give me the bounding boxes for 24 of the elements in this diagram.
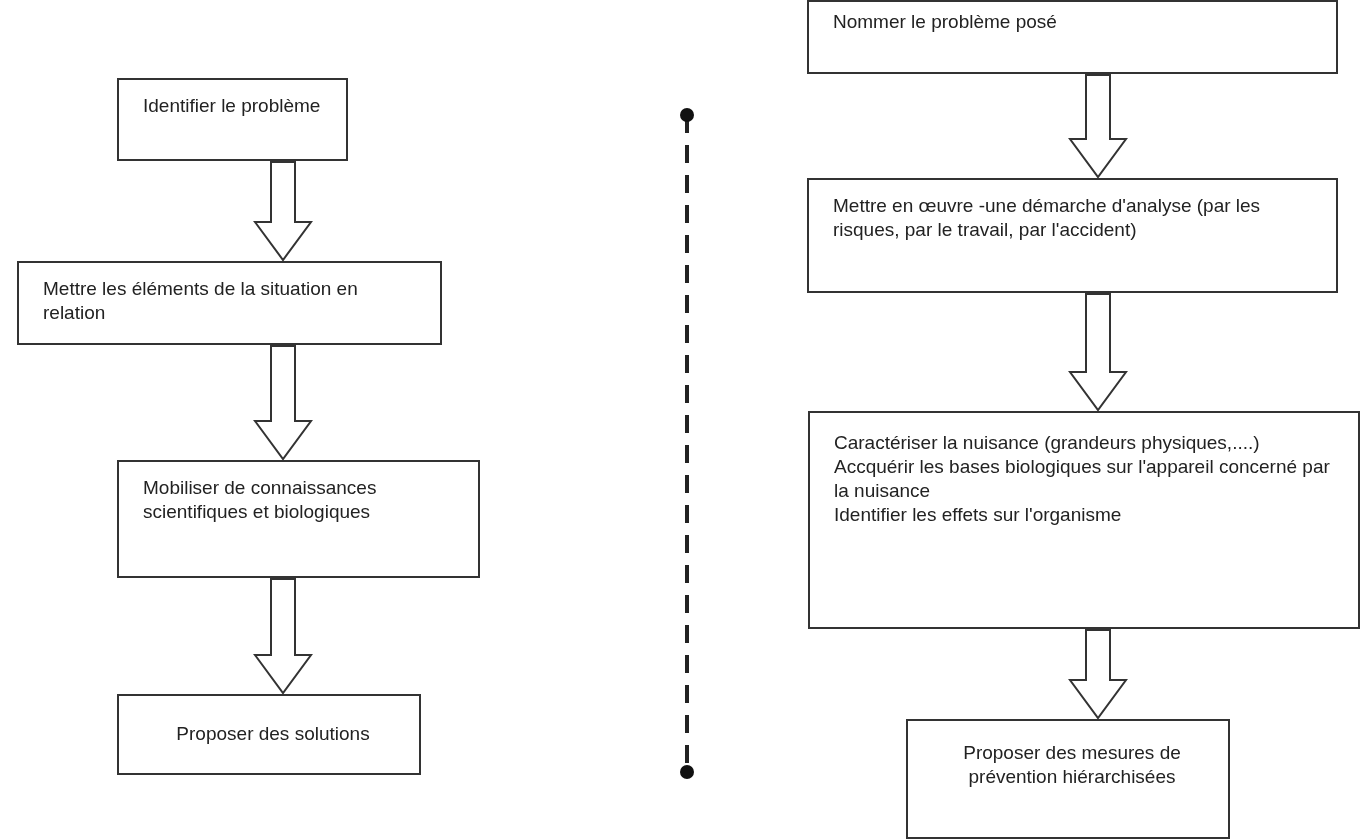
step-text: Mobiliser de connaissances scientifiques et biologiques <box>143 476 378 524</box>
step-text: Mettre les éléments de la situation en relation <box>43 277 359 325</box>
block-arrow <box>1068 293 1128 412</box>
block-arrow <box>253 578 313 695</box>
step-text: Mettre en œuvre -une démarche d'analyse (par les risques, par le travail, par l'accident) <box>833 194 1262 242</box>
block-arrow <box>253 345 313 461</box>
process-box <box>807 0 1338 74</box>
process-box <box>117 78 348 161</box>
step-text: Proposer des solutions <box>175 722 371 746</box>
process-box <box>906 719 1230 839</box>
process-box <box>117 460 480 578</box>
process-box <box>808 411 1360 629</box>
step-text: Identifier le problème <box>143 94 322 118</box>
process-box <box>807 178 1338 293</box>
process-box <box>117 694 421 775</box>
step-text: Caractériser la nuisance (grandeurs physiques,....) <box>834 431 1261 455</box>
step-text: Accquérir les bases biologiques sur l'appareil concerné par la nuisance <box>834 455 1331 503</box>
block-arrow <box>1068 629 1128 720</box>
step-text: Proposer des mesures de prévention hiérarchisées <box>962 741 1182 789</box>
process-box <box>17 261 442 345</box>
block-arrow <box>253 161 313 262</box>
step-text: Identifier les effets sur l'organisme <box>834 503 1123 527</box>
step-text: Nommer le problème posé <box>833 10 1058 34</box>
block-arrow <box>1068 74 1128 179</box>
